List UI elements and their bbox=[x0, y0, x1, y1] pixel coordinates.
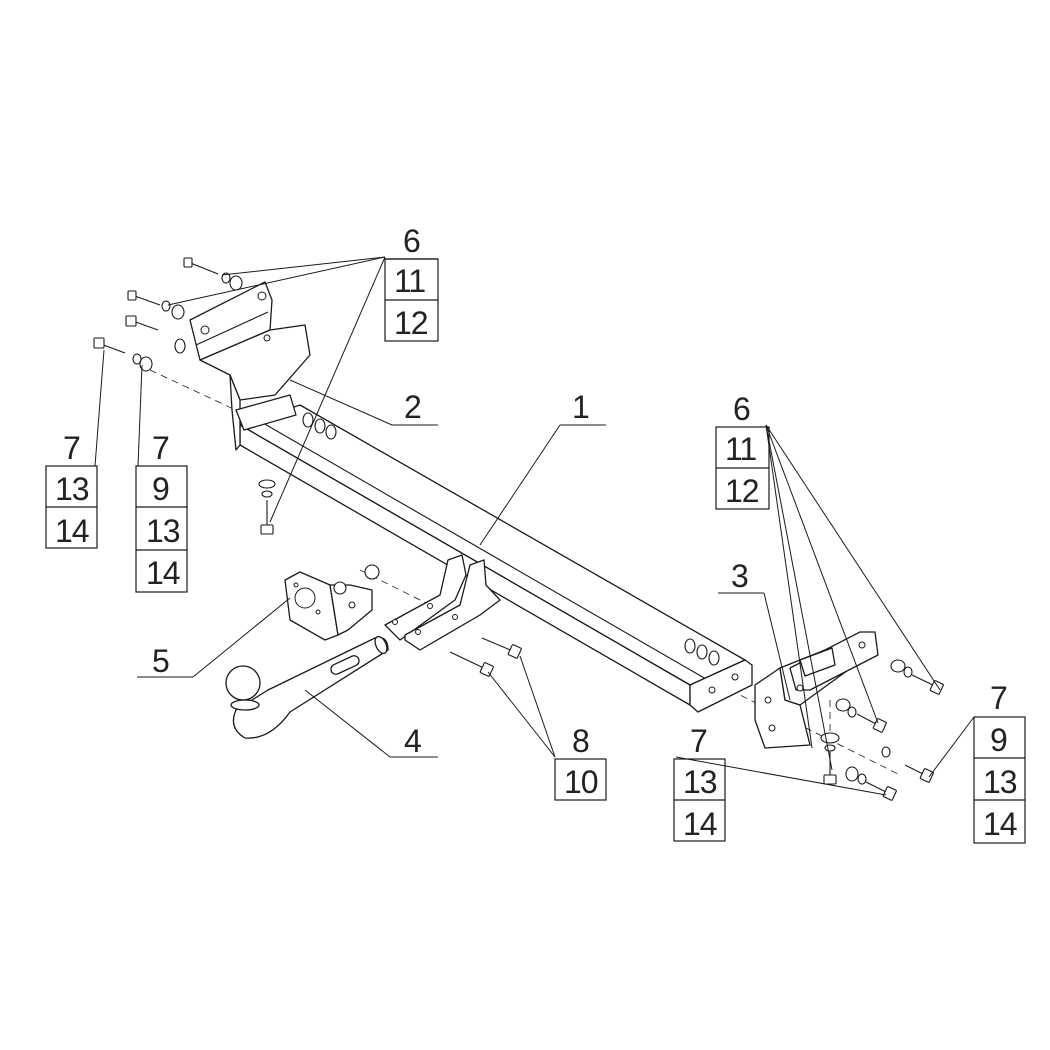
callout-group-bottom-right: 7 9 13 14 bbox=[973, 680, 1026, 844]
callout-part-2: 2 bbox=[404, 389, 422, 425]
label-part-2: 2 bbox=[404, 389, 421, 425]
label-left-a-13: 13 bbox=[55, 471, 89, 507]
label-bottom-mid-7: 7 bbox=[690, 723, 707, 759]
label-left-b-7: 7 bbox=[152, 430, 169, 466]
left-bracket-part-2 bbox=[189, 281, 311, 451]
label-left-b-13: 13 bbox=[146, 513, 180, 549]
label-bottom-right-14: 14 bbox=[983, 806, 1017, 842]
fasteners-right bbox=[684, 638, 944, 801]
callout-group-left-a: 7 13 14 bbox=[45, 430, 98, 549]
label-bolts-10: 10 bbox=[564, 764, 598, 800]
callout-group-left-b: 7 9 13 14 bbox=[135, 430, 188, 593]
label-left-a-7: 7 bbox=[63, 430, 80, 466]
label-bottom-right-7: 7 bbox=[990, 680, 1007, 716]
callout-group-bottom-mid: 7 13 14 bbox=[673, 723, 726, 842]
label-bottom-right-13: 13 bbox=[983, 764, 1017, 800]
tow-ball-part-4 bbox=[225, 635, 389, 739]
label-bottom-mid-14: 14 bbox=[683, 806, 717, 842]
callout-part-1: 1 bbox=[572, 389, 590, 425]
label-top-left-6: 6 bbox=[403, 223, 420, 259]
label-left-b-14: 14 bbox=[146, 555, 180, 591]
fasteners-bolts-8 bbox=[449, 637, 522, 677]
label-bottom-right-9: 9 bbox=[990, 722, 1007, 758]
callout-group-top-left: 6 11 12 bbox=[384, 223, 439, 342]
callout-group-bolts-8: 8 10 bbox=[554, 723, 607, 801]
callout-part-4: 4 bbox=[404, 723, 422, 759]
label-top-left-12: 12 bbox=[394, 305, 428, 341]
label-bottom-mid-13: 13 bbox=[683, 764, 717, 800]
ball-mount-plates bbox=[384, 554, 501, 651]
label-right-6: 6 bbox=[733, 391, 750, 427]
callout-part-5: 5 bbox=[152, 643, 170, 679]
label-bolts-8: 8 bbox=[572, 723, 589, 759]
label-right-11: 11 bbox=[725, 431, 756, 467]
fasteners-bottom-left bbox=[258, 479, 276, 535]
right-bracket-part-3 bbox=[754, 631, 879, 749]
callout-group-right: 6 11 12 bbox=[715, 391, 770, 510]
socket-plate-part-5 bbox=[284, 564, 380, 641]
cross-beam-part-1 bbox=[239, 404, 753, 713]
label-part-1: 1 bbox=[572, 389, 589, 425]
leader-lines bbox=[94, 256, 975, 796]
label-left-b-9: 9 bbox=[152, 471, 169, 507]
label-part-5: 5 bbox=[152, 643, 169, 679]
callout-part-3: 3 bbox=[731, 558, 749, 594]
label-right-12: 12 bbox=[725, 473, 759, 509]
label-top-left-11: 11 bbox=[394, 263, 425, 299]
fasteners-top-left bbox=[93, 257, 337, 440]
label-left-a-14: 14 bbox=[55, 513, 89, 549]
label-part-4: 4 bbox=[404, 723, 421, 759]
label-part-3: 3 bbox=[731, 558, 748, 594]
